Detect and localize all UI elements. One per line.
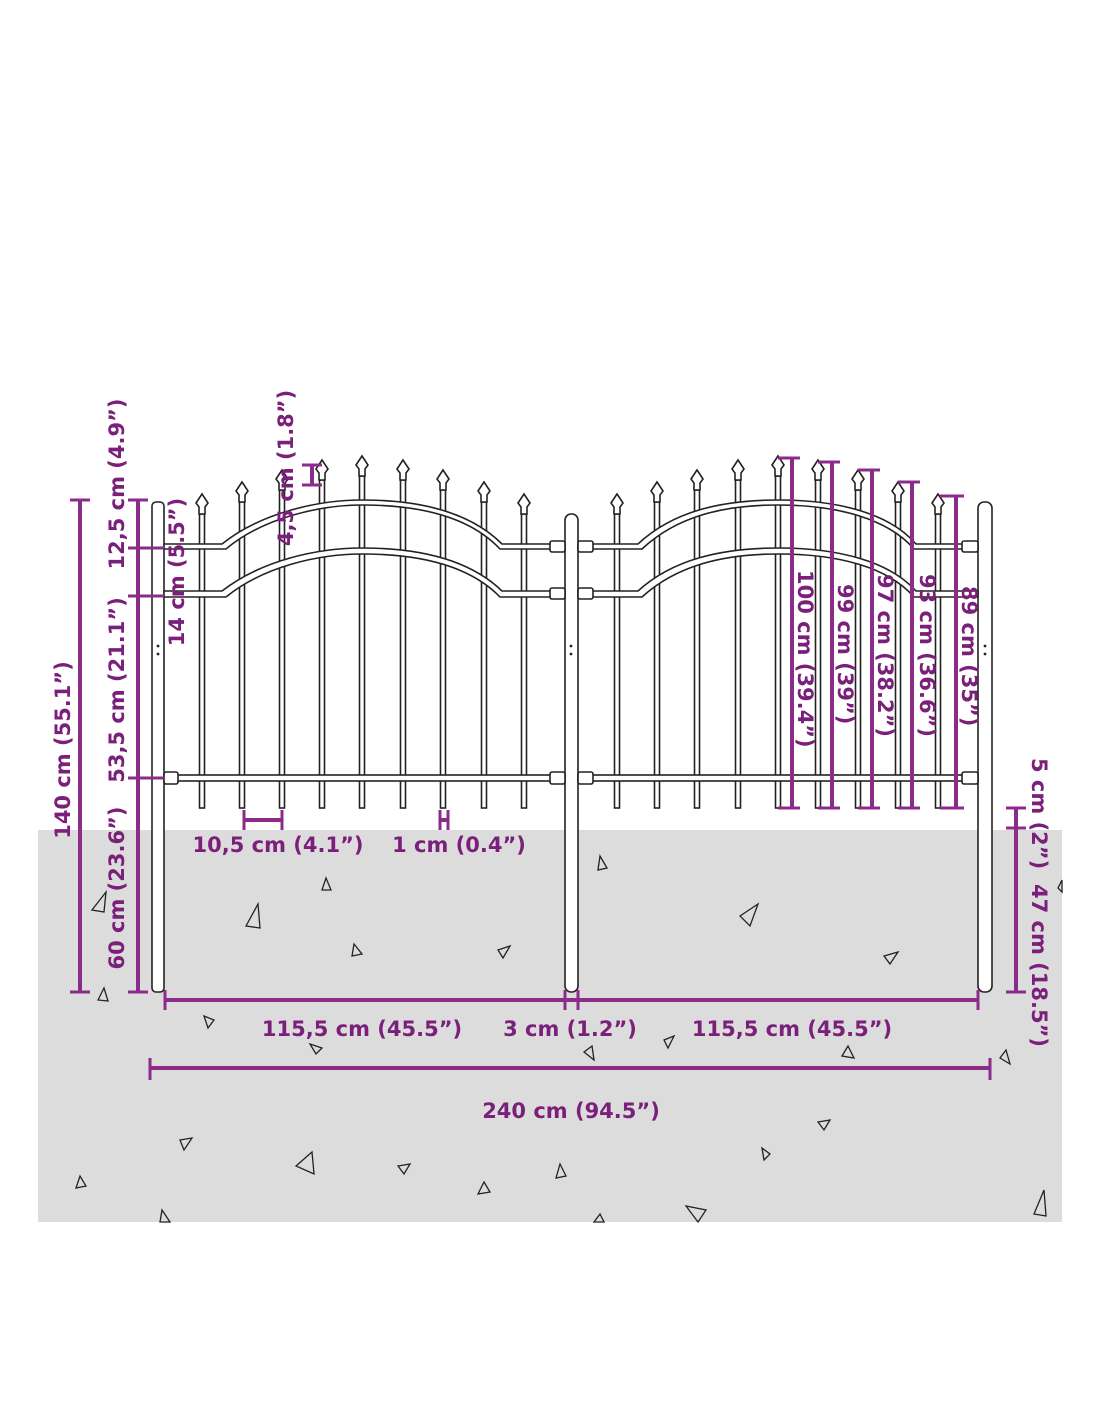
post-right [977, 501, 993, 993]
label-picket-100: 100 cm (39.4”) [793, 570, 817, 748]
bottom-rail-right [577, 774, 979, 782]
label-post-depth: 47 cm (18.5”) [1027, 884, 1051, 1047]
label-post-gap: 5 cm (2”) [1027, 758, 1051, 869]
picket-spear-tip [731, 458, 745, 481]
picket-spear-tip [610, 492, 624, 515]
ground-area [38, 830, 1062, 1222]
picket [734, 479, 742, 809]
label-picket-93: 93 cm (36.6”) [915, 574, 939, 737]
picket [520, 513, 528, 809]
fence-pickets [195, 454, 945, 809]
picket [358, 475, 366, 809]
label-top-section: 12,5 cm (4.9”) [105, 399, 129, 570]
label-spike-height: 4,5 cm (1.8”) [274, 390, 298, 546]
picket-spear-tip [315, 458, 329, 481]
label-picket-89: 89 cm (35”) [957, 586, 981, 726]
label-post-width: 3 cm (1.2”) [503, 1017, 637, 1041]
label-below-ground: 60 cm (23.6”) [105, 807, 129, 970]
label-rail-gap: 14 cm (5.5”) [165, 498, 189, 646]
mid-rail-right [577, 547, 979, 598]
picket-spear-tip [851, 468, 865, 491]
picket-spear-tip [396, 458, 410, 481]
ground-pebbles [75, 854, 1063, 1224]
picket [693, 489, 701, 809]
label-bar-width: 1 cm (0.4”) [392, 833, 526, 857]
picket-spear-tip [931, 492, 945, 515]
label-picket-97: 97 cm (38.2”) [873, 574, 897, 737]
picket [653, 501, 661, 809]
picket-spear-tip [195, 492, 209, 515]
picket-spear-tip [355, 454, 369, 477]
picket-spear-tip [811, 458, 825, 481]
picket [198, 513, 206, 809]
picket [613, 513, 621, 809]
picket-spear-tip [891, 480, 905, 503]
fence-rails [163, 499, 979, 785]
picket-spear-tip [477, 480, 491, 503]
label-picket-99: 99 cm (39”) [833, 584, 857, 724]
bottom-rail-left [163, 774, 566, 782]
picket [774, 475, 782, 809]
label-bar-spacing: 10,5 cm (4.1”) [193, 833, 364, 857]
label-total-height: 140 cm (55.1”) [51, 661, 75, 839]
picket [399, 479, 407, 809]
picket-spear-tip [517, 492, 531, 515]
label-panel-left: 115,5 cm (45.5”) [262, 1017, 462, 1041]
picket-spear-tip [771, 454, 785, 477]
label-panel-right: 115,5 cm (45.5”) [692, 1017, 892, 1041]
post-left [151, 501, 165, 993]
picket [439, 489, 447, 809]
dimension-lines [70, 456, 1026, 1080]
label-mid-section: 53,5 cm (21.1”) [105, 597, 129, 783]
fence-posts [151, 501, 993, 993]
picket-spear-tip [690, 468, 704, 491]
picket-spear-tip [235, 480, 249, 503]
picket [238, 501, 246, 809]
picket-spear-tip [436, 468, 450, 491]
picket [318, 479, 326, 809]
picket-spear-tip [650, 480, 664, 503]
picket [480, 501, 488, 809]
post-middle [564, 513, 579, 993]
picket-spear-tip [275, 468, 289, 491]
dimension-labels: 140 cm (55.1”) 12,5 cm (4.9”) 14 cm (5.5… [51, 390, 1051, 1123]
label-total-width: 240 cm (94.5”) [482, 1099, 660, 1123]
